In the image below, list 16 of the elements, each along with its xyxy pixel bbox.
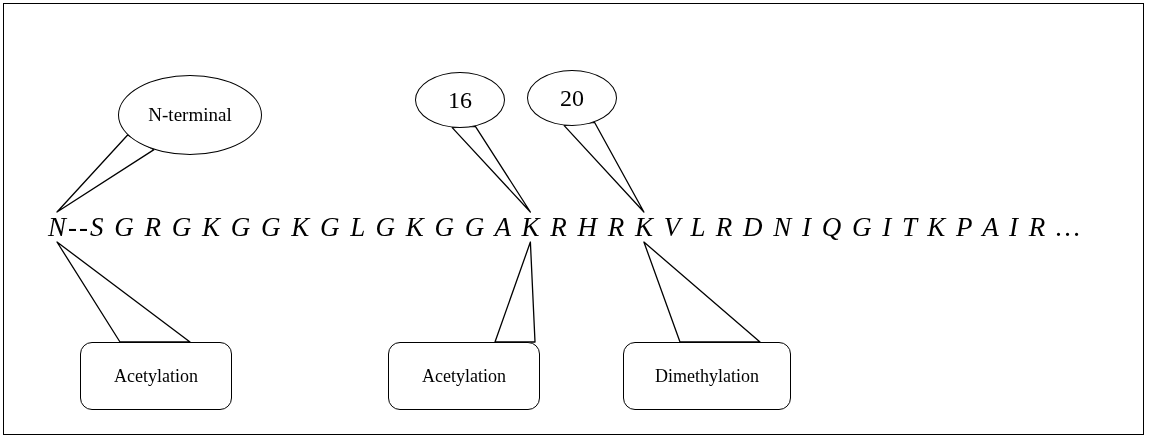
callout-label: Acetylation (422, 365, 506, 387)
callout-tail (56, 134, 155, 213)
callout-label: N-terminal (148, 104, 232, 126)
callout-tail (563, 121, 645, 213)
callout-label: Dimethylation (655, 365, 759, 387)
callout-label: Acetylation (114, 365, 198, 387)
amino-acid-sequence: N--S G R G K G G K G L G K G G A K R H R K V L R D N I Q G I T K P A I R … (48, 212, 1083, 242)
callout-box (623, 342, 791, 410)
callout-tail (56, 241, 191, 343)
callout-tail (494, 241, 536, 343)
callout-tail (643, 241, 761, 343)
callout-label: 16 (448, 86, 472, 114)
callout-tail (451, 125, 532, 213)
callout-box (388, 342, 540, 410)
callout-box (80, 342, 232, 410)
callout-label: 20 (560, 84, 584, 112)
